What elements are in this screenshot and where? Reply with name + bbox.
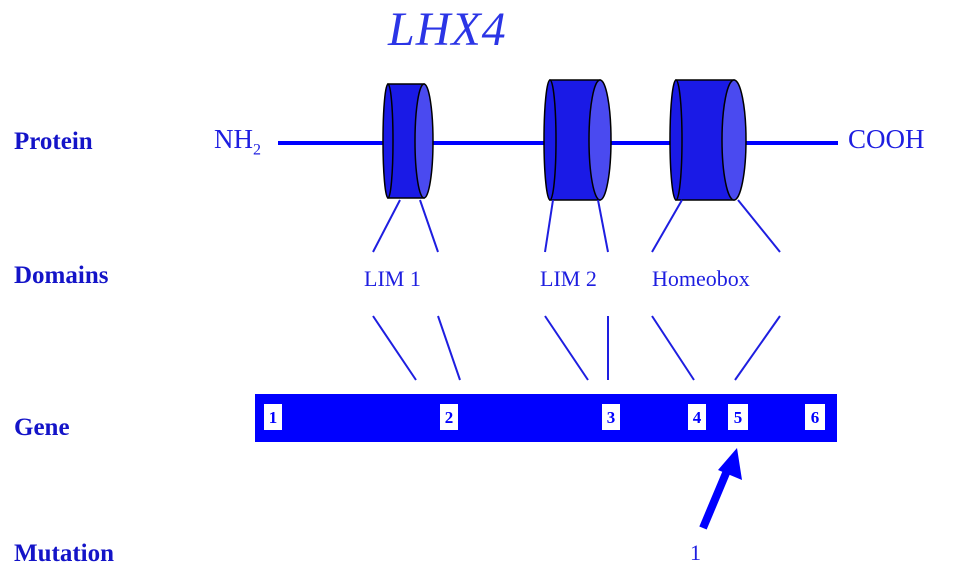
exon-label-6: 6	[811, 408, 820, 427]
domain-cylinder-lim2	[543, 79, 612, 201]
row-label-mutation: Mutation	[14, 540, 114, 567]
mutation-number: 1	[690, 540, 701, 565]
domain-label-lim2: LIM 2	[540, 266, 597, 291]
exon-boxes: 1 2 3 4 5 6	[264, 404, 825, 430]
connector-lines-protein-domains	[372, 199, 781, 253]
diagram-title: LHX4	[388, 3, 507, 56]
gene-bar	[255, 394, 837, 442]
exon-label-4: 4	[693, 408, 702, 427]
connector-lines-domains-gene	[372, 315, 781, 381]
n-terminus-label: NH2	[214, 124, 261, 159]
mutation-arrow-icon	[699, 448, 742, 530]
row-label-domains: Domains	[14, 262, 109, 289]
exon-label-2: 2	[445, 408, 454, 427]
row-label-gene: Gene	[14, 414, 70, 441]
exon-label-1: 1	[269, 408, 278, 427]
domain-cylinder-homeobox	[669, 79, 747, 201]
domain-label-homeobox: Homeobox	[652, 266, 750, 291]
c-terminus-label: COOH	[848, 124, 925, 154]
domain-cylinder-lim1	[382, 83, 434, 199]
domain-label-lim1: LIM 1	[364, 266, 421, 291]
row-label-protein: Protein	[14, 128, 93, 155]
exon-label-5: 5	[734, 408, 743, 427]
exon-label-3: 3	[607, 408, 616, 427]
